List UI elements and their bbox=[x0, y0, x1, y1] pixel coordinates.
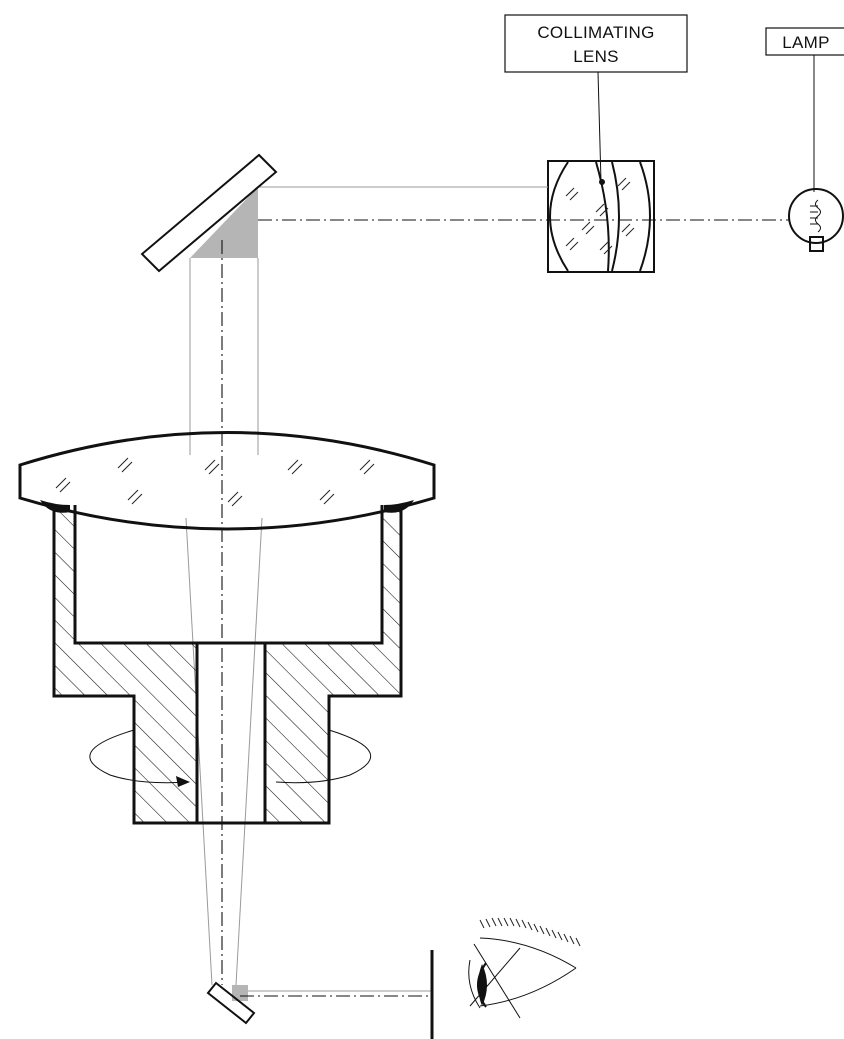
objective-lens bbox=[18, 431, 436, 531]
eye-icon bbox=[468, 917, 581, 1019]
lamp-label: LAMP bbox=[765, 27, 844, 192]
lamp-label-text: LAMP bbox=[782, 33, 830, 52]
bottom-mirror bbox=[206, 981, 256, 1025]
top-mirror bbox=[140, 153, 278, 273]
collimating-lens-label: COLLIMATING LENS bbox=[504, 14, 688, 183]
output-beam bbox=[240, 990, 432, 997]
collimating-lens-label-line1: COLLIMATING bbox=[537, 23, 654, 42]
lens-mount-housing bbox=[40, 500, 414, 825]
lamp bbox=[788, 188, 844, 252]
light-beam-vertical bbox=[185, 240, 263, 986]
light-beam-horizontal bbox=[258, 186, 790, 221]
rotation-arrow bbox=[89, 729, 371, 787]
collimating-lens-label-line2: LENS bbox=[573, 47, 619, 66]
collimating-lens bbox=[547, 160, 655, 273]
